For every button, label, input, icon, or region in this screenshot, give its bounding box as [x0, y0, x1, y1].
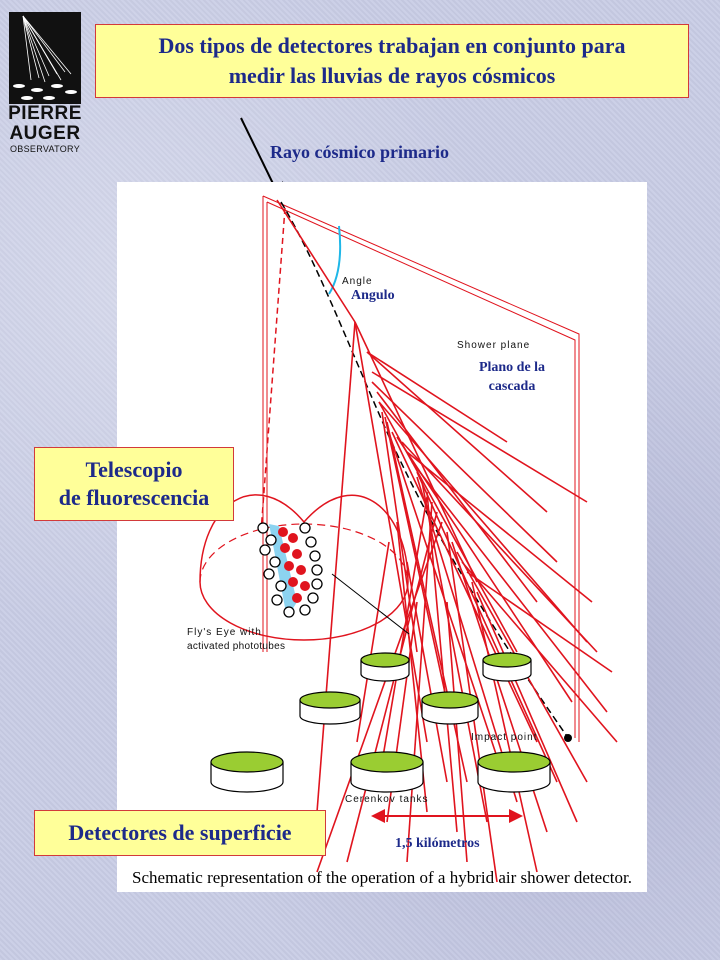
- angle-arc: [328, 225, 342, 295]
- angle-es-label: Angulo: [351, 288, 395, 303]
- telescope-label-line-1: Telescopio: [85, 457, 183, 482]
- logo-word-auger: AUGER: [9, 123, 81, 144]
- tank-1: [360, 652, 410, 682]
- flys-eye-line-1: Fly's Eye with: [187, 627, 262, 638]
- distance-label: 1,5 kilómetros: [395, 836, 480, 851]
- surface-detectors-label: Detectores de superficie: [34, 810, 326, 856]
- shower-diagram: Angle Angulo Shower plane Plano de la ca…: [117, 182, 647, 892]
- angle-en-label: Angle: [342, 276, 373, 287]
- pierre-auger-logo: PIERRE AUGER OBSERVATORY: [6, 12, 84, 164]
- tank-6: [350, 751, 424, 793]
- primary-ray-label: Rayo cósmico primario: [270, 142, 449, 162]
- shower-plane-en-label: Shower plane: [457, 340, 531, 351]
- impact-point-dot: [564, 734, 572, 742]
- diagram-caption: Schematic representation of the operatio…: [132, 868, 632, 887]
- tank-7: [477, 751, 551, 793]
- fly-eye-pointer: [331, 573, 410, 635]
- flys-eye-label: Fly's Eye with activated phototubes: [187, 626, 285, 654]
- title-line-1: Dos tipos de detectores trabajan en conj…: [158, 33, 626, 58]
- cerenkov-tanks-label: Cerenkov tanks: [345, 794, 429, 805]
- logo-subtitle: OBSERVATORY: [10, 144, 80, 154]
- telescope-label: Telescopio de fluorescencia: [34, 447, 234, 521]
- phototube-array: [257, 522, 323, 618]
- logo-word-pierre: PIERRE: [8, 103, 82, 124]
- tank-3: [299, 691, 361, 725]
- flys-eye-dome: [199, 494, 409, 641]
- shower-plane-es-label: Plano de la cascada: [457, 358, 567, 396]
- title-line-2: medir las lluvias de rayos cósmicos: [228, 63, 556, 88]
- tank-4: [421, 691, 479, 725]
- page-title: Dos tipos de detectores trabajan en conj…: [95, 24, 689, 98]
- shower-logo-icon: [9, 12, 81, 104]
- impact-point-label: Impact point: [471, 732, 538, 743]
- shower-plane-es-line-1: Plano de la: [478, 360, 546, 375]
- fly-eye-view-line: [260, 207, 286, 533]
- distance-arrow: [371, 809, 523, 823]
- cerenkov-tanks: [210, 652, 551, 793]
- tank-2: [482, 652, 532, 682]
- shower-particles: [276, 199, 618, 883]
- tank-5: [210, 751, 284, 793]
- telescope-label-line-2: de fluorescencia: [58, 485, 210, 510]
- shower-plane-es-line-2: cascada: [488, 379, 536, 394]
- shower-diagram-svg: [199, 195, 618, 883]
- flys-eye-line-2: activated phototubes: [187, 641, 286, 652]
